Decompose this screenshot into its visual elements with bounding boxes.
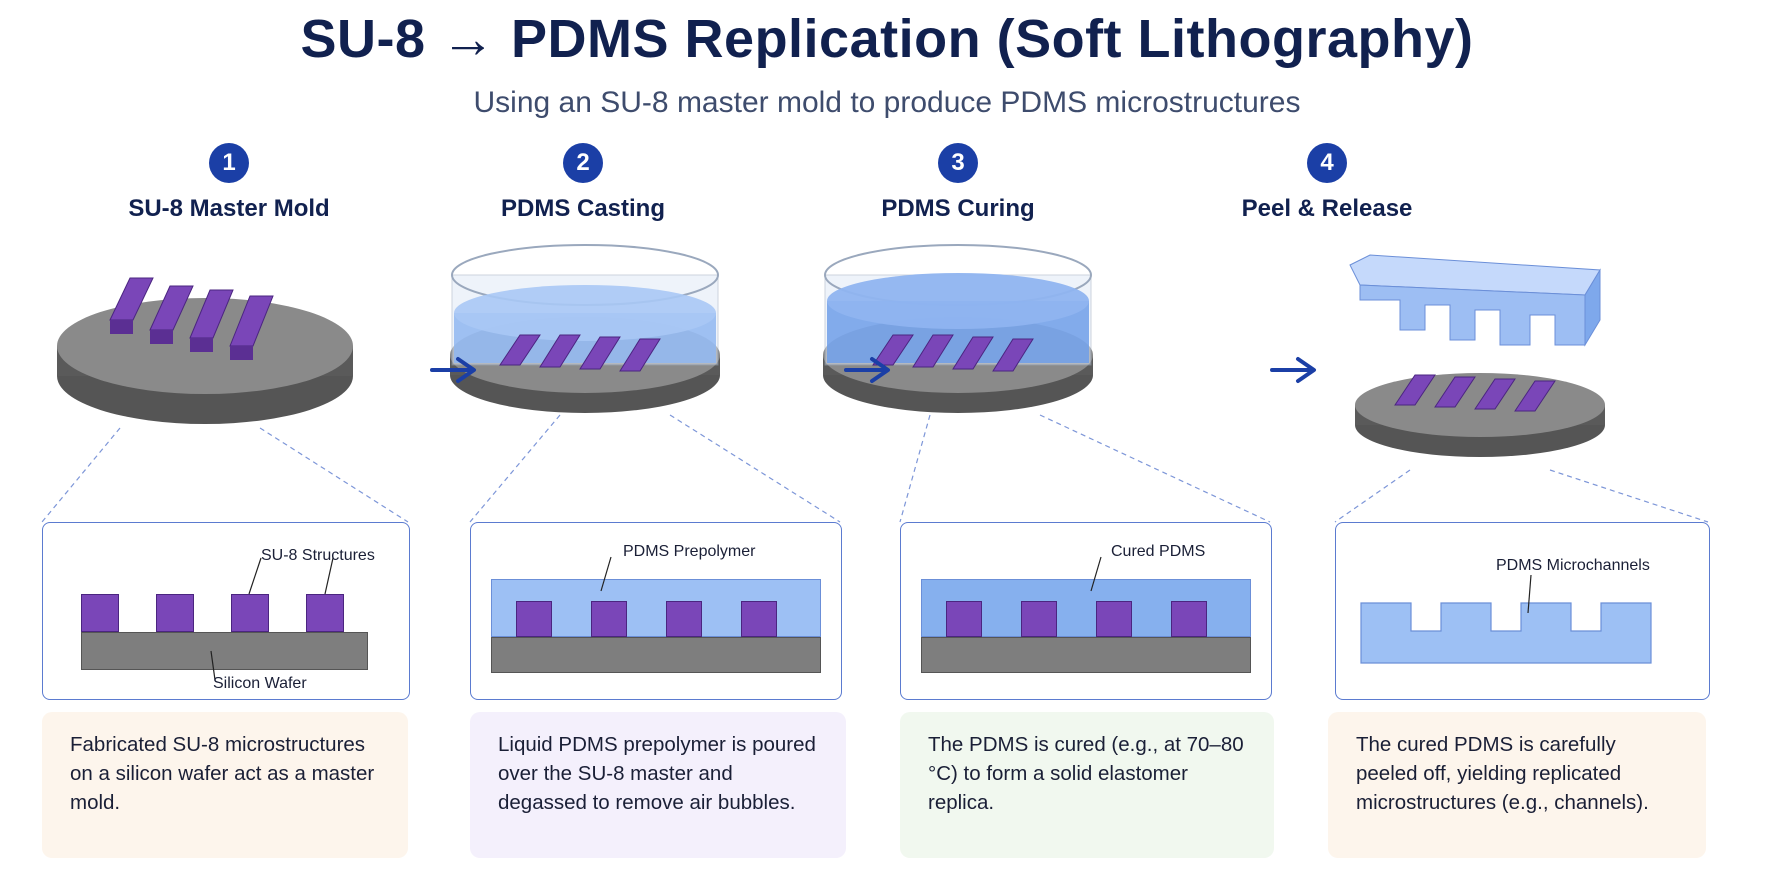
page-title: SU-8 → PDMS Replication (Soft Lithograph…	[300, 9, 1474, 69]
silicon-wafer-layer	[921, 637, 1251, 673]
su8-structure	[156, 594, 194, 632]
su8-structure	[946, 601, 982, 637]
peel-release-illustration	[1349, 254, 1605, 457]
silicon-wafer-label: Silicon Wafer	[213, 675, 307, 692]
su8-structure	[1171, 601, 1207, 637]
step-title-2: PDMS Casting	[500, 195, 665, 222]
step-description-1: Fabricated SU-8 microstructures on a sil…	[42, 712, 408, 858]
su8-structure	[306, 594, 344, 632]
step-title-4: Peel & Release	[1241, 195, 1413, 222]
su8-structure	[591, 601, 627, 637]
su8-structure	[1021, 601, 1057, 637]
step-number-3: 3	[938, 143, 978, 183]
step-number-1: 1	[209, 143, 249, 183]
step-title-1: SU-8 Master Mold	[128, 195, 330, 222]
step-number-4: 4	[1307, 143, 1347, 183]
su8-structure	[81, 594, 119, 632]
step-description-3: The PDMS is cured (e.g., at 70–80 °C) to…	[900, 712, 1274, 858]
su8-structures-label: SU-8 Structures	[261, 547, 375, 564]
cross-section-2: PDMS Prepolymer	[470, 522, 842, 700]
pdms-prepolymer-label: PDMS Prepolymer	[623, 543, 756, 560]
silicon-wafer-layer	[491, 637, 821, 673]
pdms-microchannels-shape	[1360, 574, 1652, 664]
cross-section-3: Cured PDMS	[900, 522, 1272, 700]
su8-structure	[1096, 601, 1132, 637]
su8-master-mold-illustration	[57, 277, 353, 424]
silicon-wafer-layer	[81, 632, 368, 670]
su8-structure	[741, 601, 777, 637]
su8-structure	[231, 594, 269, 632]
right-arrow-icon	[1270, 357, 1316, 383]
cross-section-4: PDMS Microchannels	[1335, 522, 1710, 700]
cured-pdms-label: Cured PDMS	[1111, 543, 1206, 560]
pdms-curing-illustration	[823, 244, 1093, 413]
step-number-2: 2	[563, 143, 603, 183]
step-title-3: PDMS Curing	[881, 195, 1035, 222]
pdms-casting-illustration	[450, 244, 720, 413]
step-description-2: Liquid PDMS prepolymer is poured over th…	[470, 712, 846, 858]
page-subtitle: Using an SU-8 master mold to produce PDM…	[473, 86, 1301, 119]
step-description-4: The cured PDMS is carefully peeled off, …	[1328, 712, 1706, 858]
right-arrow-icon	[430, 357, 476, 383]
pdms-microchannels-label: PDMS Microchannels	[1496, 557, 1650, 574]
cross-section-1: SU-8 Structures Silicon Wafer	[42, 522, 410, 700]
su8-structure	[666, 601, 702, 637]
su8-structure	[516, 601, 552, 637]
right-arrow-icon	[844, 357, 890, 383]
